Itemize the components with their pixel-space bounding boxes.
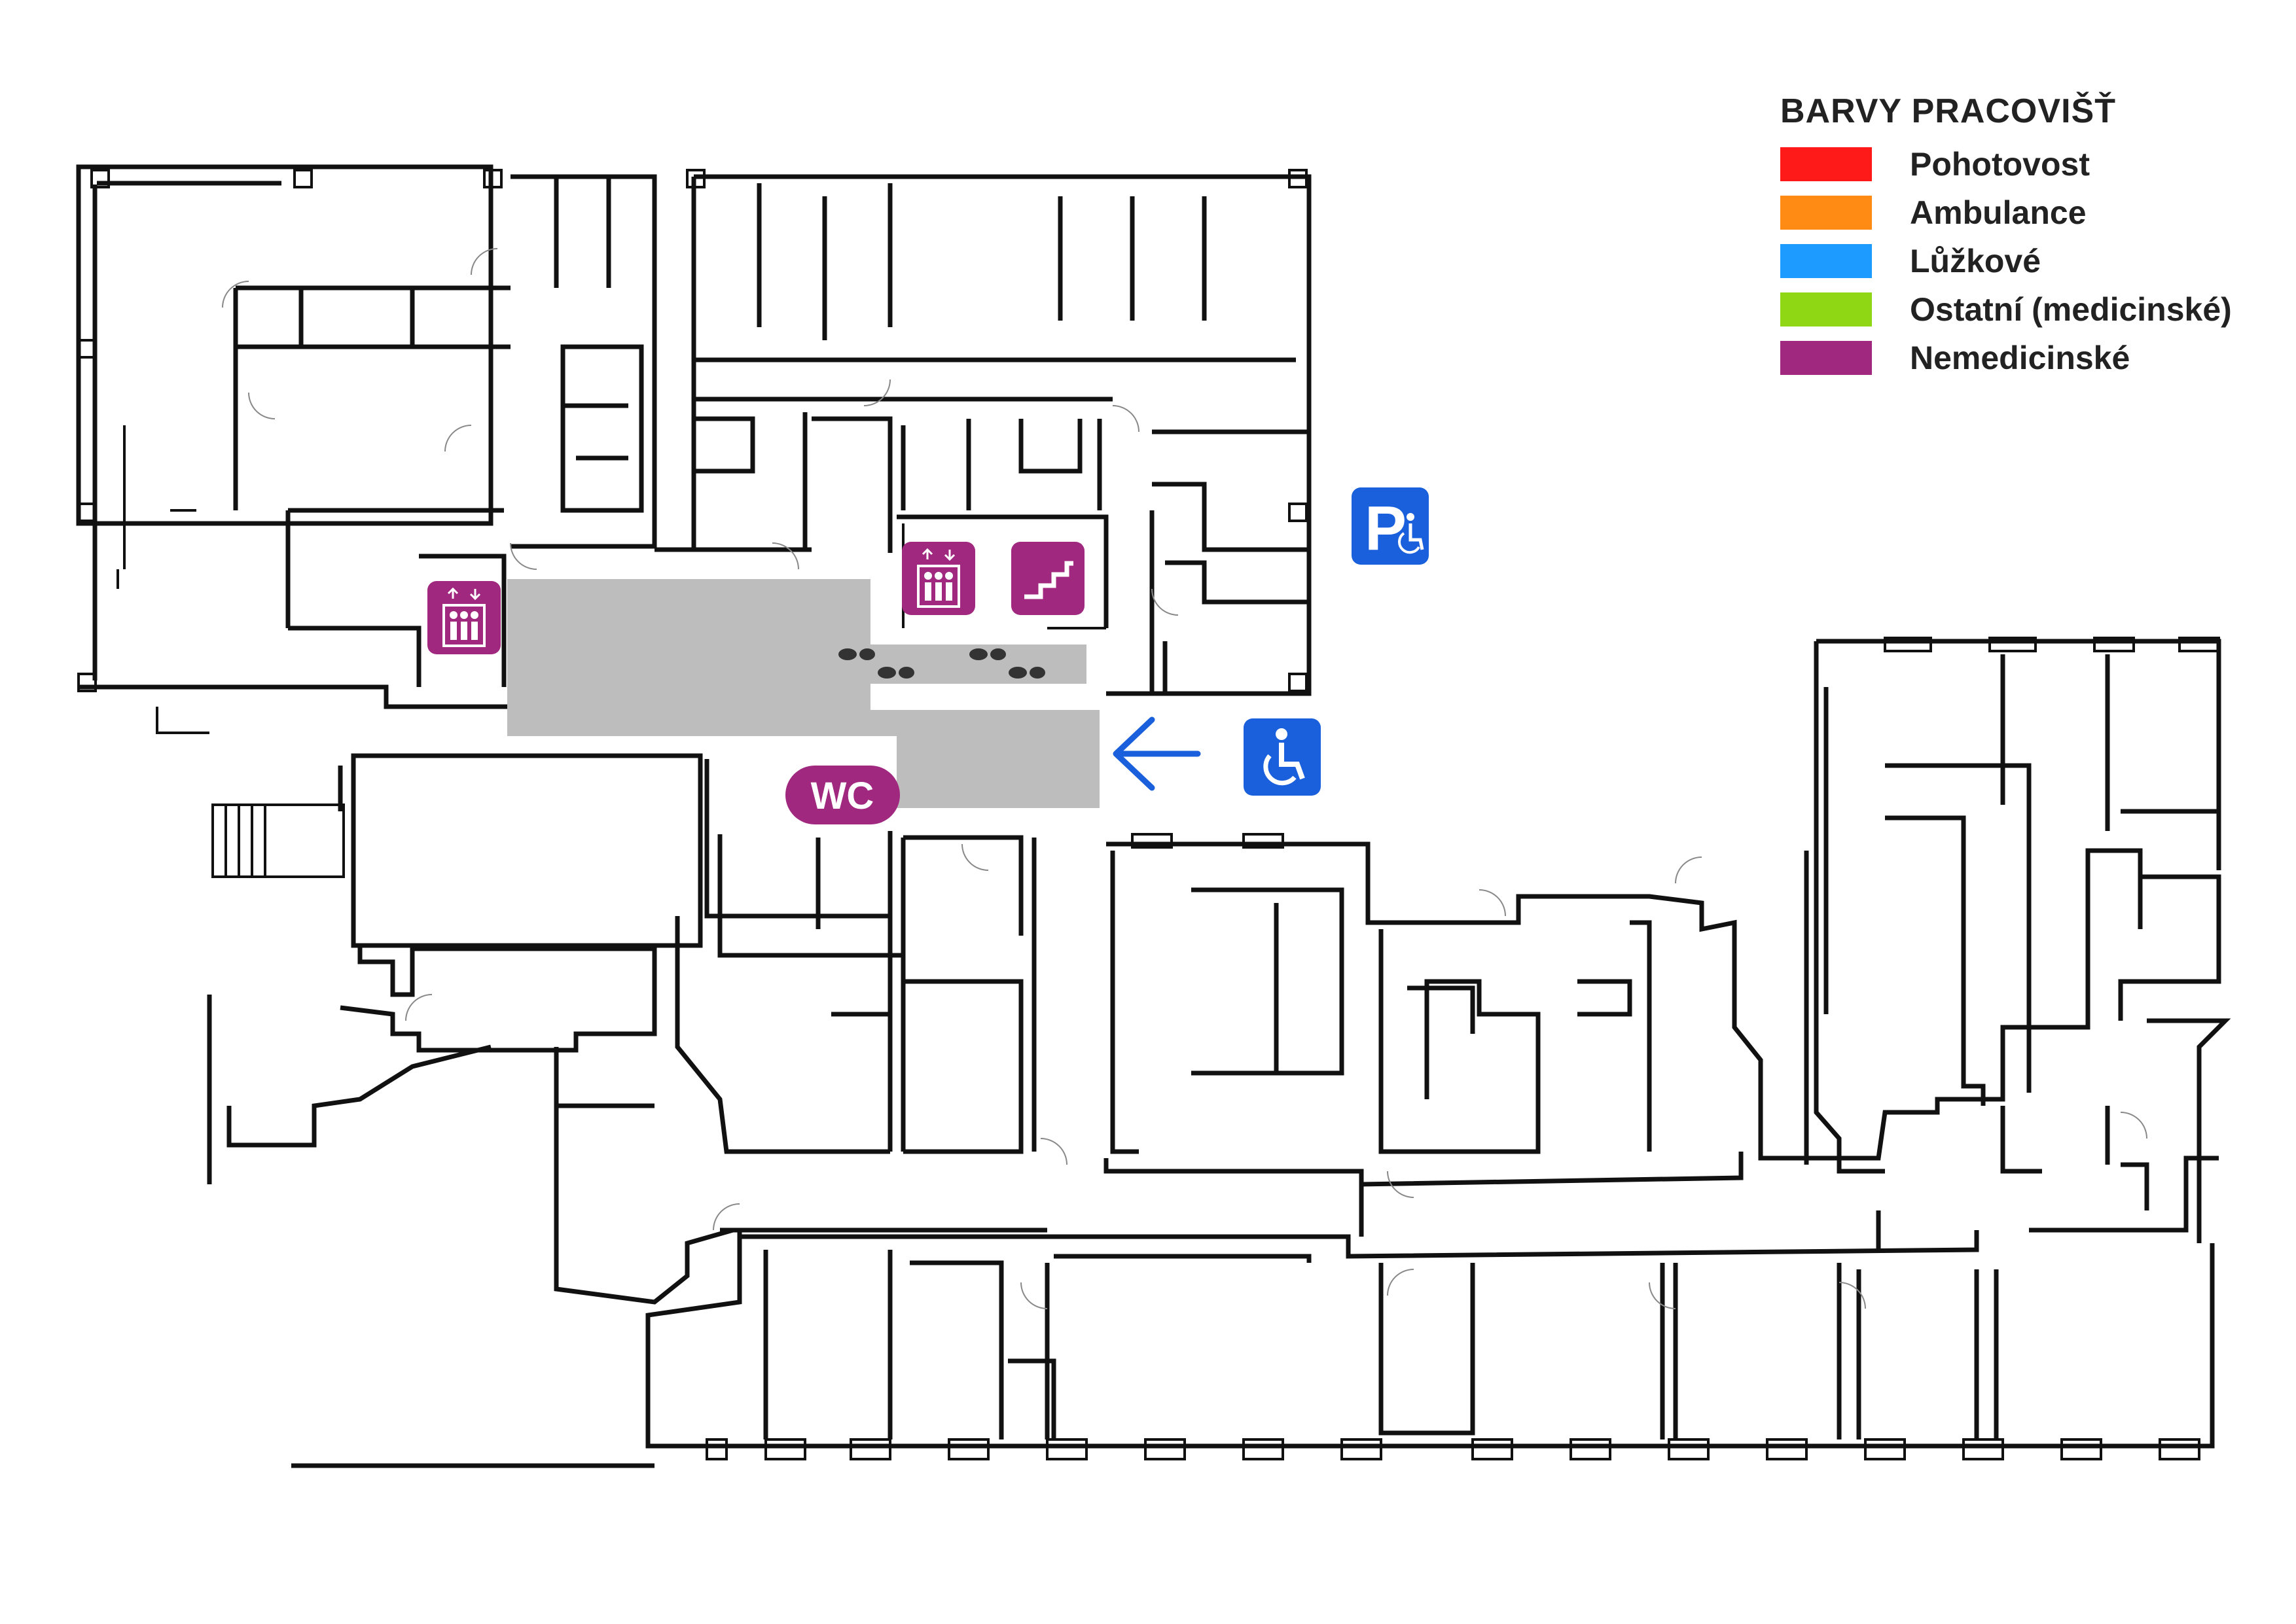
legend-item-ambulance: Ambulance <box>1780 188 2278 237</box>
legend-swatch <box>1780 341 1872 375</box>
wing-east <box>1103 841 2143 1187</box>
entrance-arrow-icon <box>1113 716 1201 791</box>
legend-title: BARVY PRACOVIŠŤ <box>1780 92 2116 130</box>
elevator-icon <box>902 542 975 615</box>
legend-swatch <box>1780 244 1872 278</box>
parking-letter: P <box>1365 493 1407 563</box>
legend-swatch <box>1780 147 1872 181</box>
window-marks <box>77 169 2220 1460</box>
wc-label: WC <box>811 775 874 817</box>
wing-north-west <box>76 164 511 709</box>
wheelchair-icon <box>1244 718 1321 796</box>
legend-item-ostatni: Ostatní (medicinské) <box>1780 285 2278 334</box>
main-corridor <box>507 579 1100 808</box>
legend-swatch <box>1780 196 1872 230</box>
legend-item-nemedicinske: Nemedicinské <box>1780 334 2278 382</box>
legend: BARVY PRACOVIŠŤ Pohotovost Ambulance Lůž… <box>1780 92 2278 382</box>
legend-swatch <box>1780 292 1872 327</box>
legend-item-luzkove: Lůžkové <box>1780 237 2278 285</box>
elevator-icon <box>427 581 501 654</box>
legend-label: Pohotovost <box>1910 146 2090 183</box>
footsteps-icon <box>838 648 1045 679</box>
legend-label: Lůžkové <box>1910 243 2041 279</box>
legend-item-pohotovost: Pohotovost <box>1780 140 2278 188</box>
wc-icon: WC <box>785 766 900 824</box>
exterior-stairs <box>156 707 345 878</box>
parking-icon: P <box>1352 487 1429 565</box>
legend-label: Nemedicinské <box>1910 340 2130 376</box>
wing-south <box>291 1156 2219 1468</box>
door-swings <box>222 248 2147 1309</box>
legend-label: Ambulance <box>1910 194 2087 231</box>
wing-central-south <box>207 753 1047 1305</box>
legend-label: Ostatní (medicinské) <box>1910 291 2232 328</box>
wing-far-east <box>1814 639 2231 1243</box>
stairs-icon <box>1011 542 1085 615</box>
